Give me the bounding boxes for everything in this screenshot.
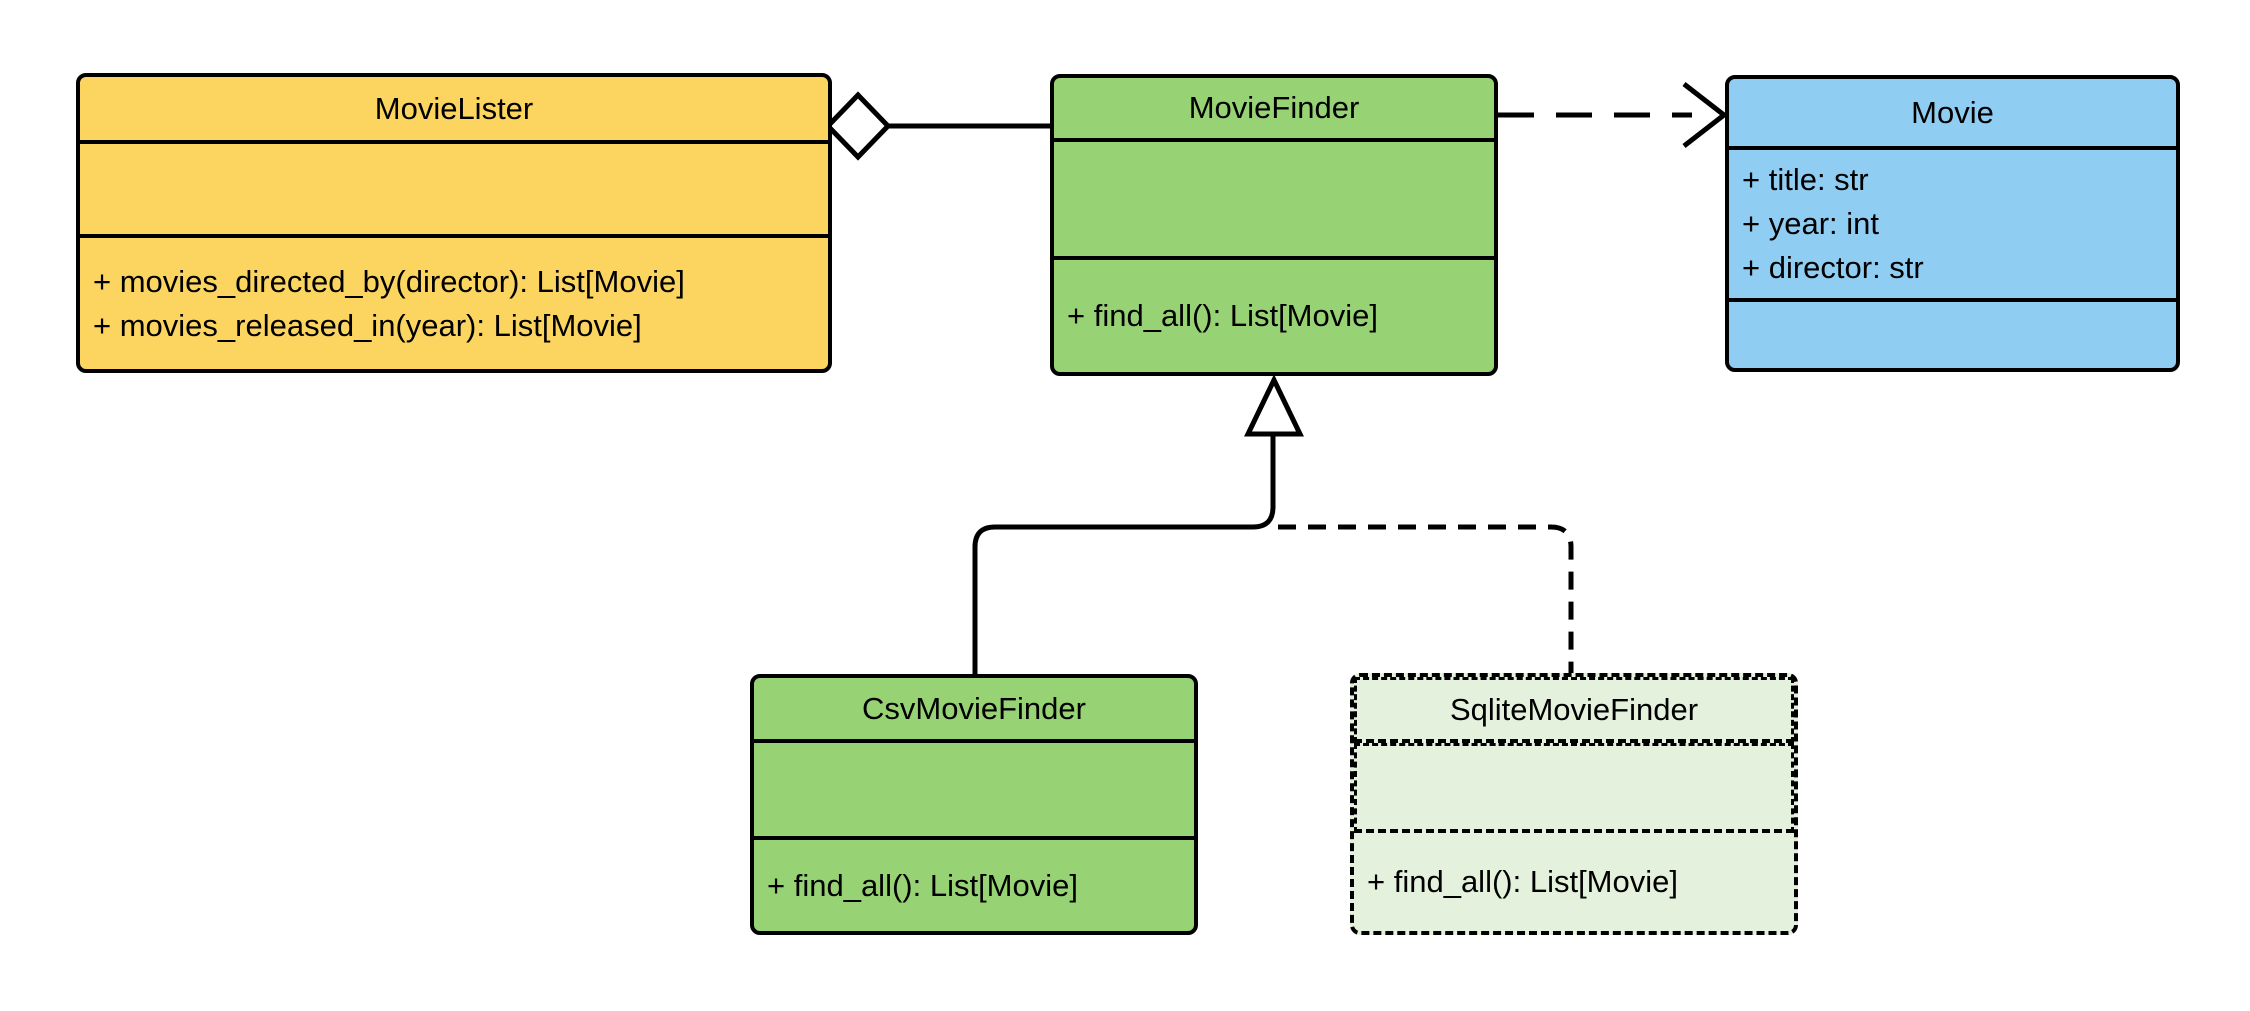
inheritance-triangle (1244, 374, 1304, 437)
class-box-csvmoviefinder: CsvMovieFinder + find_all(): List[Movie] (750, 674, 1198, 935)
attributes-section-sqlitemoviefinder (1354, 743, 1794, 833)
generalization-line-sqlite (1278, 524, 1574, 673)
method-label: + movies_released_in(year): List[Movie] (93, 307, 642, 343)
methods-section-sqlitemoviefinder: + find_all(): List[Movie] (1354, 833, 1794, 931)
class-name-movie: Movie (1729, 79, 2176, 150)
aggregation-diamond (824, 91, 892, 161)
attributes-section-csvmoviefinder (754, 743, 1194, 840)
class-box-movie: Movie + title: str + year: int + directo… (1725, 75, 2180, 372)
class-box-movielister: MovieLister + movies_directed_by(directo… (76, 73, 832, 373)
class-name-movielister: MovieLister (80, 77, 828, 144)
method-label: + find_all(): List[Movie] (767, 867, 1078, 903)
class-name-moviefinder: MovieFinder (1054, 78, 1494, 142)
attributes-section-moviefinder (1054, 142, 1494, 260)
methods-section-movie (1729, 302, 2176, 368)
attributes-section-movie: + title: str + year: int + director: str (1729, 150, 2176, 302)
methods-section-movielister: + movies_directed_by(director): List[Mov… (80, 238, 828, 369)
generalization-line-csv (972, 436, 1276, 674)
method-label: + find_all(): List[Movie] (1367, 864, 1678, 899)
methods-section-csvmoviefinder: + find_all(): List[Movie] (754, 840, 1194, 931)
method-label: + movies_directed_by(director): List[Mov… (93, 263, 685, 299)
methods-section-moviefinder: + find_all(): List[Movie] (1054, 260, 1494, 372)
class-name-csvmoviefinder: CsvMovieFinder (754, 678, 1194, 743)
attribute-label: + director: str (1742, 250, 1924, 285)
attributes-section-movielister (80, 144, 828, 238)
attribute-label: + year: int (1742, 206, 1879, 241)
dependency-arrowhead (1682, 82, 1729, 148)
method-label: + find_all(): List[Movie] (1067, 298, 1378, 333)
class-box-moviefinder: MovieFinder + find_all(): List[Movie] (1050, 74, 1498, 376)
class-box-sqlitemoviefinder: SqliteMovieFinder + find_all(): List[Mov… (1350, 673, 1798, 935)
class-name-sqlitemoviefinder: SqliteMovieFinder (1354, 677, 1794, 743)
attribute-label: + title: str (1742, 162, 1869, 197)
